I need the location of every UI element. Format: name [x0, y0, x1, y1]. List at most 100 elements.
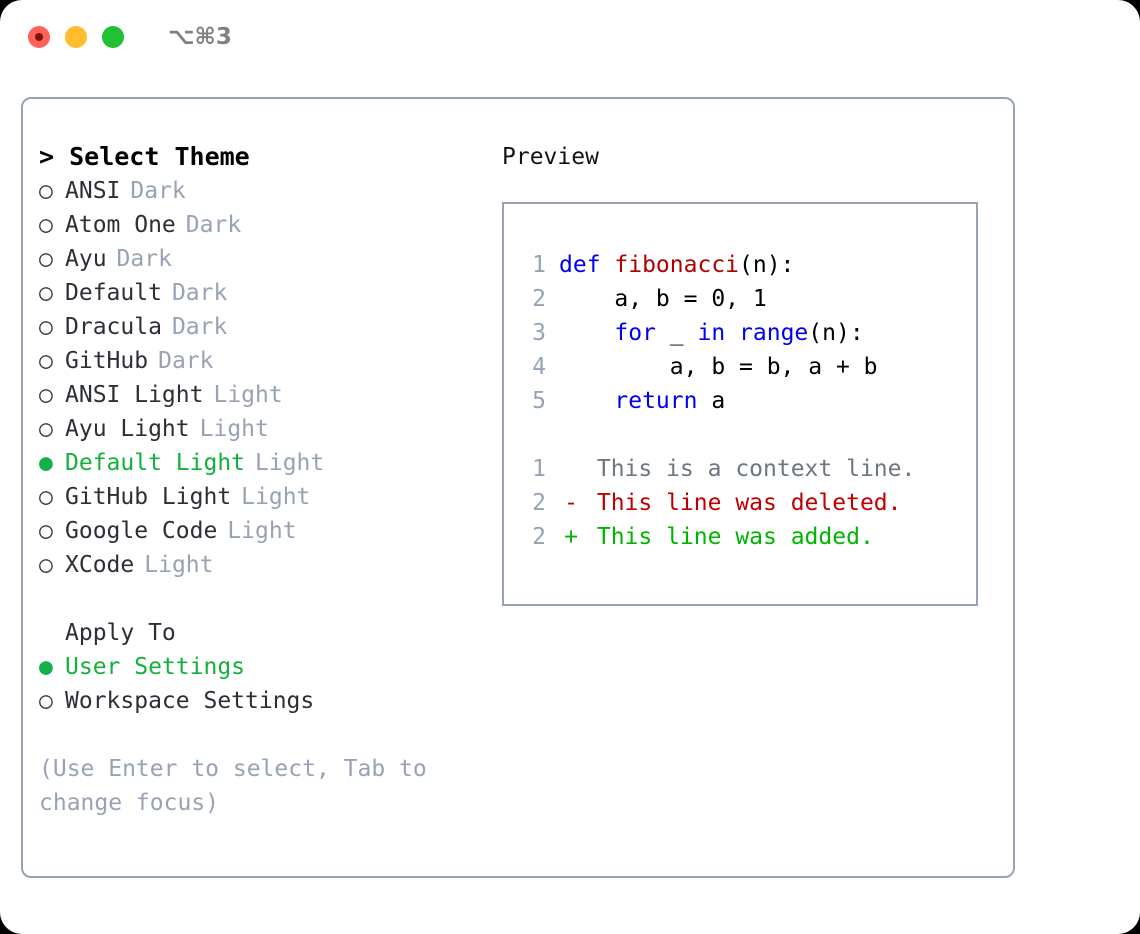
- apply-to-option-user-settings[interactable]: ● User Settings: [39, 650, 489, 684]
- theme-option-label: XCode: [65, 552, 135, 578]
- code-token-plain: a, b = b, a + b: [559, 354, 878, 380]
- radio-unselected-icon: ○: [39, 178, 53, 204]
- line-number: 2: [532, 490, 546, 516]
- traffic-light-buttons: [28, 26, 124, 48]
- theme-option-variant: Dark: [171, 314, 228, 340]
- close-window-button[interactable]: [28, 26, 50, 48]
- code-token-keyword: for: [614, 320, 656, 346]
- code-token-plain: _: [655, 320, 698, 346]
- title-bar: ⌥⌘3: [0, 0, 1140, 78]
- preview-gap: [518, 418, 976, 452]
- theme-option-variant: Dark: [130, 178, 186, 204]
- section-spacer: [39, 582, 489, 616]
- diff-line-context: 1 This is a context line.: [518, 452, 976, 486]
- theme-option-label: GitHub Light: [65, 484, 232, 510]
- code-token-plain: (n):: [739, 252, 795, 278]
- line-number: 4: [532, 354, 546, 380]
- code-line: 3 for _ in range(n):: [518, 316, 976, 350]
- keyboard-hint-text: (Use Enter to select, Tab to change focu…: [39, 756, 427, 816]
- apply-to-option-workspace-settings[interactable]: ○Workspace Settings: [39, 684, 489, 718]
- radio-unselected-icon: ○: [39, 348, 53, 374]
- theme-option-variant: Light: [255, 450, 325, 476]
- radio-unselected-icon: ○: [39, 280, 53, 306]
- code-token-keyword: in: [697, 320, 726, 346]
- radio-unselected-icon: ○: [39, 212, 53, 238]
- radio-unselected-icon: ○: [39, 552, 53, 578]
- minimize-window-button[interactable]: [65, 26, 87, 48]
- theme-option-label: Default: [65, 280, 162, 306]
- diff-text: This line was deleted.: [583, 490, 902, 516]
- theme-option-variant: Light: [199, 416, 269, 442]
- theme-option-label: Default Light: [65, 450, 246, 476]
- select-theme-header: > Select Theme: [39, 142, 250, 171]
- line-number: 2: [532, 286, 546, 312]
- code-line: 5 return a: [518, 384, 976, 418]
- theme-option-ansi[interactable]: ○ ANSI Dark: [39, 174, 489, 208]
- diff-text: This is a context line.: [583, 456, 916, 482]
- code-token-plain: a: [697, 388, 726, 414]
- keyboard-shortcut-label: ⌥⌘3: [168, 24, 232, 50]
- maximize-window-button[interactable]: [102, 26, 124, 48]
- radio-unselected-icon: ○: [39, 688, 53, 714]
- apply-to-label: Apply To: [65, 620, 176, 646]
- theme-option-label: Dracula: [65, 314, 162, 340]
- code-text: a, b = b, a + b: [559, 350, 878, 384]
- radio-unselected-icon: ○: [39, 416, 53, 442]
- radio-selected-icon: ●: [39, 654, 53, 680]
- diff-marker: -: [564, 490, 578, 516]
- line-number: 1: [532, 456, 546, 482]
- radio-unselected-icon: ○: [39, 382, 53, 408]
- theme-option-variant: Light: [213, 382, 283, 408]
- code-token-function: fibonacci: [614, 252, 740, 278]
- code-line: 2 a, b = 0, 1: [518, 282, 976, 316]
- theme-option-label: ANSI: [65, 178, 121, 204]
- diff-sample: 1 This is a context line.2- This line wa…: [518, 452, 976, 554]
- code-text: for _ in range(n):: [559, 316, 864, 350]
- diff-line-delete: 2- This line was deleted.: [518, 486, 976, 520]
- theme-option-label: Atom One: [65, 212, 176, 238]
- theme-option-label: Ayu: [65, 246, 107, 272]
- code-token-keyword: def: [559, 252, 615, 278]
- theme-option-variant: Dark: [158, 348, 214, 374]
- diff-line-add: 2+ This line was added.: [518, 520, 976, 554]
- diff-marker: +: [564, 524, 578, 550]
- radio-unselected-icon: ○: [39, 484, 53, 510]
- apply-to-option-label: User Settings: [65, 654, 246, 680]
- code-token-keyword: range: [739, 320, 809, 346]
- code-token-plain: a, b = 0, 1: [559, 286, 767, 312]
- code-text: return a: [559, 384, 725, 418]
- code-token-plain: (n):: [808, 320, 864, 346]
- diff-marker: [559, 452, 583, 486]
- line-number: 3: [532, 320, 546, 346]
- code-text: a, b = 0, 1: [559, 282, 767, 316]
- line-number: 5: [532, 388, 546, 414]
- code-token-plain: [559, 388, 614, 414]
- theme-option-default[interactable]: ○ Default Dark: [39, 276, 489, 310]
- theme-option-github[interactable]: ○ GitHub Dark: [39, 344, 489, 378]
- theme-option-label: GitHub: [65, 348, 149, 374]
- apply-to-option-list: ● User Settings ○Workspace Settings: [39, 650, 489, 718]
- code-text: def fibonacci(n):: [559, 248, 794, 282]
- code-token-plain: [725, 320, 739, 346]
- code-token-keyword: return: [614, 388, 698, 414]
- theme-option-variant: Dark: [171, 280, 228, 306]
- theme-option-variant: Dark: [116, 246, 172, 272]
- line-number: 2: [532, 524, 546, 550]
